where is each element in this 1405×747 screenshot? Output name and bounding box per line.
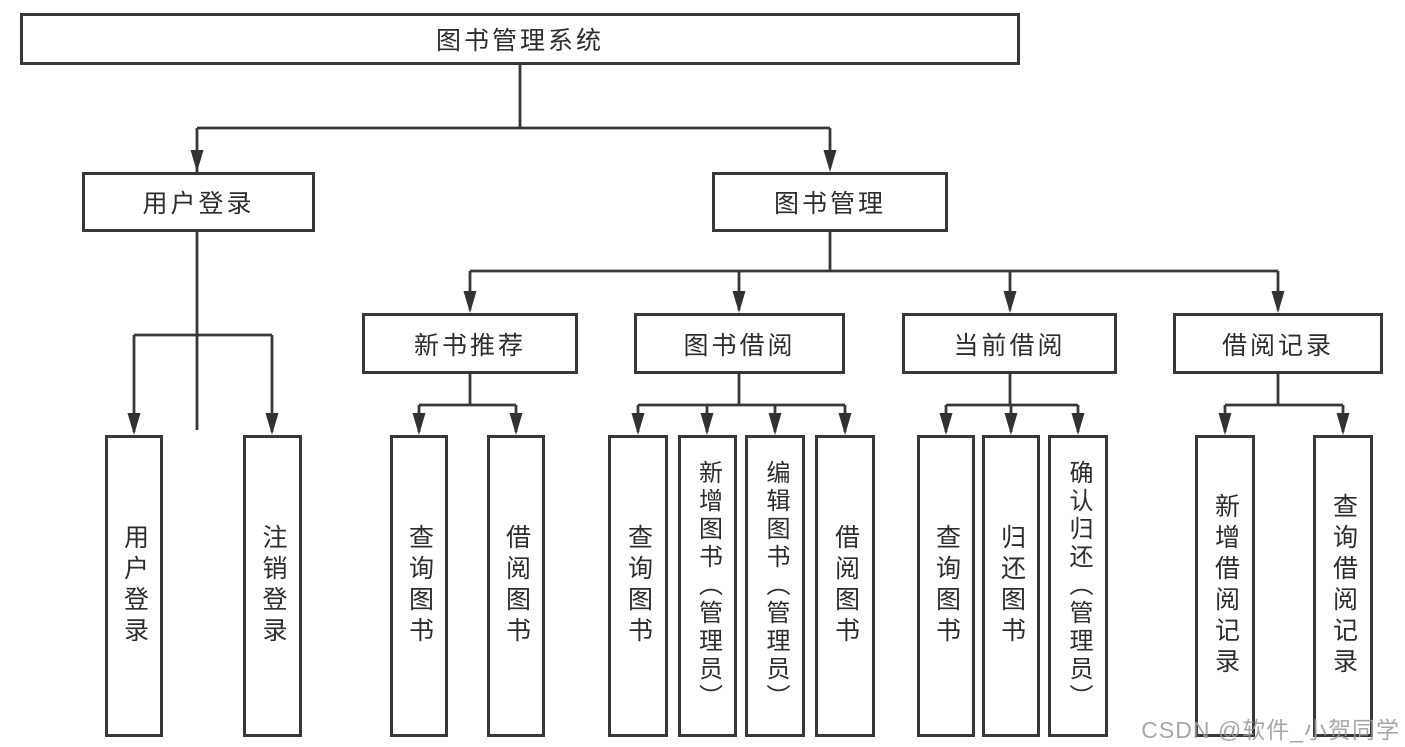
node-current-borrowing: 当前借阅 <box>902 313 1117 374</box>
leaf-query-books-3-label: 查询图书 <box>932 524 961 648</box>
leaf-query-books-3: 查询图书 <box>917 435 975 737</box>
leaf-borrow-books-1: 借阅图书 <box>487 435 545 737</box>
node-borrowing-records-label: 借阅记录 <box>1221 331 1334 360</box>
node-book-management-label: 图书管理 <box>773 190 886 218</box>
leaf-query-borrow-record: 查询借阅记录 <box>1313 435 1373 737</box>
leaf-return-books-label: 归还图书 <box>997 524 1026 648</box>
node-book-borrowing-label: 图书借阅 <box>683 331 796 360</box>
leaf-logout-label: 注销登录 <box>259 524 287 648</box>
leaf-confirm-return-admin-label: 确认归还（管理员） <box>1065 460 1092 712</box>
leaf-query-books-1-label: 查询图书 <box>405 524 434 648</box>
node-new-book-recommend-label: 新书推荐 <box>413 331 526 360</box>
node-new-book-recommend: 新书推荐 <box>362 313 578 374</box>
leaf-add-borrow-record-label: 新增借阅记录 <box>1211 493 1240 679</box>
node-user-login-label: 用户登录 <box>142 190 255 218</box>
leaf-add-books-admin: 新增图书（管理员） <box>678 435 737 737</box>
leaf-query-books-2: 查询图书 <box>608 435 668 737</box>
node-book-borrowing: 图书借阅 <box>634 313 845 374</box>
leaf-query-books-1: 查询图书 <box>390 435 448 737</box>
leaf-borrow-books-1-label: 借阅图书 <box>502 524 531 648</box>
leaf-add-books-admin-label: 新增图书（管理员） <box>694 460 722 712</box>
leaf-user-login: 用户登录 <box>105 435 163 737</box>
leaf-edit-books-admin: 编辑图书（管理员） <box>745 435 805 737</box>
node-user-login: 用户登录 <box>82 172 315 232</box>
leaf-borrow-books-2: 借阅图书 <box>815 435 875 737</box>
node-root: 图书管理系统 <box>20 13 1020 65</box>
node-root-label: 图书管理系统 <box>435 27 604 55</box>
leaf-return-books: 归还图书 <box>982 435 1040 737</box>
arrowheads <box>127 150 1350 435</box>
leaf-add-borrow-record: 新增借阅记录 <box>1195 435 1255 737</box>
leaf-confirm-return-admin: 确认归还（管理员） <box>1048 435 1108 737</box>
watermark: CSDN @软件_小贺同学 <box>1141 717 1400 743</box>
node-book-management: 图书管理 <box>712 172 948 232</box>
node-borrowing-records: 借阅记录 <box>1173 313 1383 374</box>
leaf-borrow-books-2-label: 借阅图书 <box>831 524 860 648</box>
leaf-edit-books-admin-label: 编辑图书（管理员） <box>762 460 789 712</box>
leaf-query-books-2-label: 查询图书 <box>624 524 653 648</box>
leaf-user-login-label: 用户登录 <box>120 524 149 648</box>
leaf-logout: 注销登录 <box>243 435 302 737</box>
node-current-borrowing-label: 当前借阅 <box>953 331 1066 360</box>
leaf-query-borrow-record-label: 查询借阅记录 <box>1329 493 1358 679</box>
